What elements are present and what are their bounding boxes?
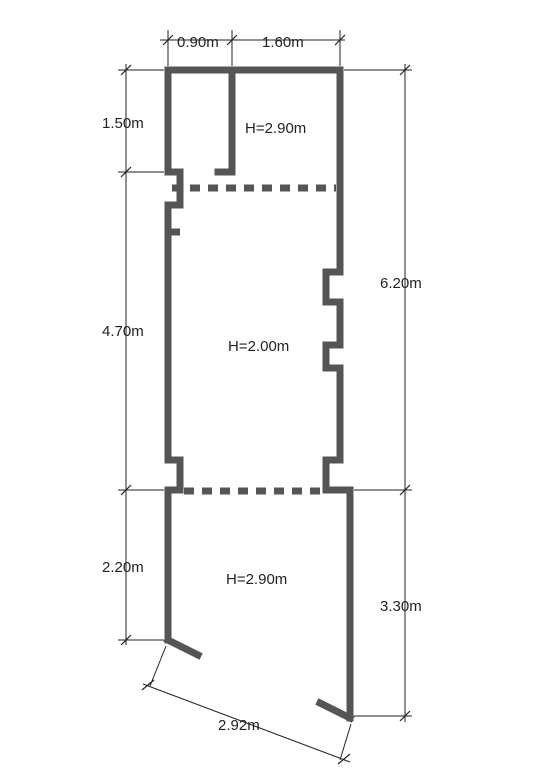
dim-left-middle-label: 4.70m [102,323,144,340]
right-wall [322,66,354,722]
room-top-height-label: H=2.90m [245,120,306,137]
room-middle-height-label: H=2.00m [228,338,289,355]
bottom-right-stub [315,698,355,723]
dim-right-lower-label: 3.30m [380,598,422,615]
room-bottom-height-label: H=2.90m [226,571,287,588]
left-wall [164,66,184,644]
dimension-lines [118,30,412,765]
walls [163,66,355,723]
bottom-left-stub [163,635,203,660]
dim-top-right-label: 1.60m [262,34,304,51]
partition-wall [214,66,236,176]
dim-right-upper-label: 6.20m [380,275,422,292]
dim-left-top-label: 1.50m [102,115,144,132]
dim-top-left-label: 0.90m [177,34,219,51]
dim-left-bottom-label: 2.20m [102,559,144,576]
dim-bottom-diagonal-label: 2.92m [218,717,260,734]
